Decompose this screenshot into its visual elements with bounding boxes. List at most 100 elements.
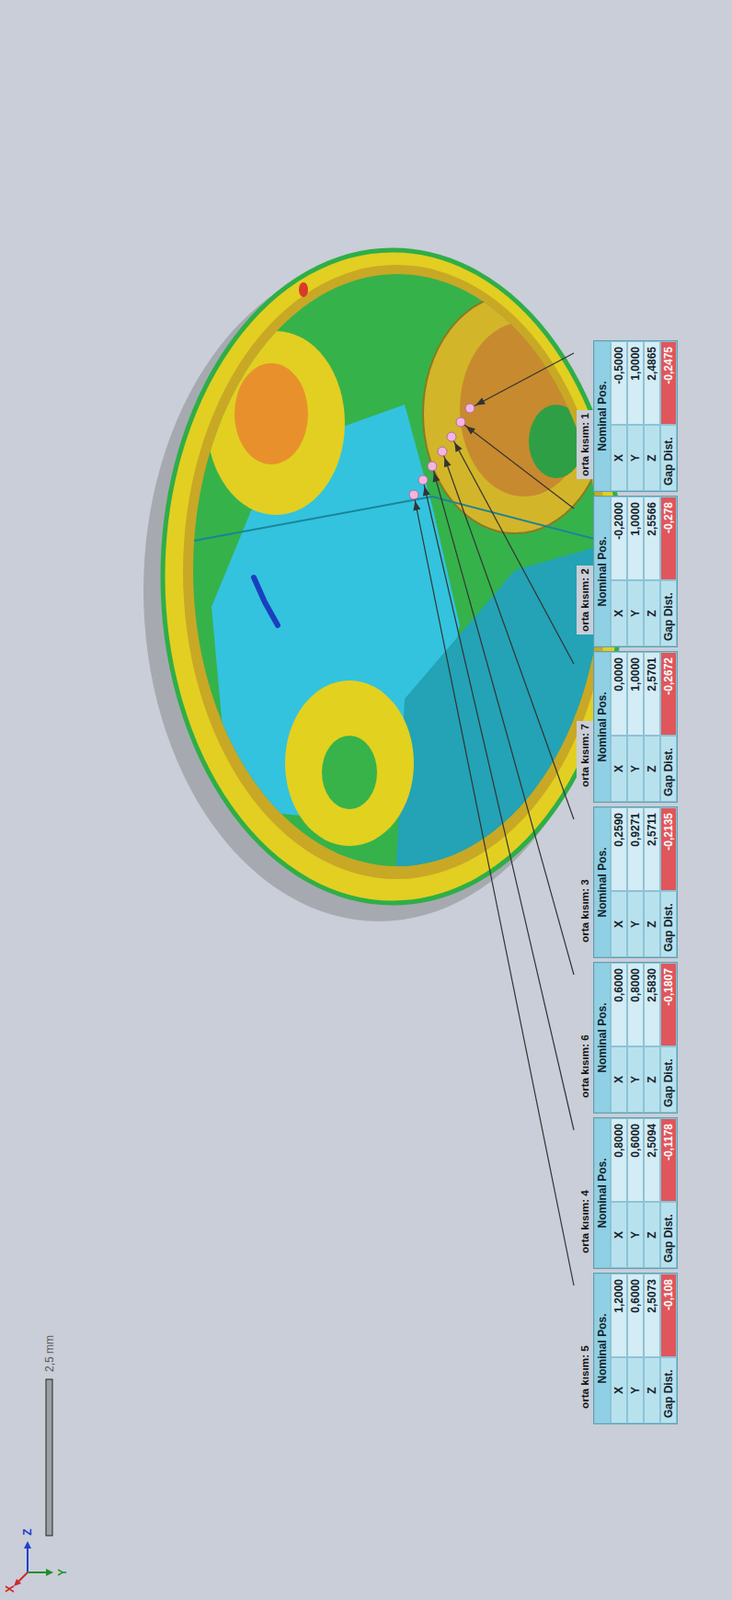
leader-line — [432, 466, 574, 975]
table-body: Nominal Pos.X-0,5000Y1,0000Z2,4865Gap Di… — [593, 340, 678, 492]
leader-line — [460, 422, 574, 509]
measure-point — [456, 417, 466, 427]
row-label: X — [610, 891, 628, 958]
measurement-table: orta kısım: 6Nominal Pos.X0,6000Y0,8000Z… — [575, 961, 678, 1114]
row-label: Y — [627, 1201, 644, 1269]
row-label: Gap Dist. — [660, 1201, 677, 1269]
measurement-table: orta kısım: 7Nominal Pos.X0,0000Y1,0000Z… — [575, 651, 678, 803]
row-label: Z — [643, 580, 661, 647]
gap-value: -0,2672 — [660, 651, 677, 736]
red-spot — [298, 282, 309, 298]
blue-streak — [253, 577, 278, 626]
coordinate-value: -0,2000 — [610, 496, 628, 581]
table-body: Nominal Pos.X0,0000Y1,0000Z2,5701Gap Dis… — [593, 651, 678, 803]
table-body: Nominal Pos.X1,2000Y0,6000Z2,5073Gap Dis… — [593, 1272, 678, 1425]
row-label: Z — [643, 735, 661, 802]
axis-y-head — [45, 1568, 54, 1577]
table-heading: orta kısım: 2 — [576, 565, 594, 635]
axis-label: Z — [21, 1528, 35, 1535]
measure-point — [465, 403, 475, 413]
table-heading: orta kısım: 1 — [576, 410, 594, 480]
row-label: Y — [627, 735, 644, 802]
coordinate-value: 2,5073 — [643, 1273, 661, 1358]
row-label: Gap Dist. — [660, 891, 677, 958]
axis-x — [18, 1572, 28, 1582]
coordinate-value: 2,5094 — [643, 1118, 661, 1202]
green-region — [528, 404, 584, 479]
table-header: Nominal Pos. — [594, 1273, 611, 1424]
row-label: Gap Dist. — [660, 1046, 677, 1113]
split-edge — [183, 496, 644, 552]
scale-bar — [45, 1379, 53, 1536]
measurement-table: orta kısım: 4Nominal Pos.X0,8000Y0,6000Z… — [575, 1117, 678, 1270]
gap-value: -0,1178 — [660, 1118, 677, 1202]
bowl — [423, 294, 607, 534]
coordinate-value: 0,9271 — [627, 807, 644, 892]
coordinate-value: 0,8000 — [627, 962, 644, 1047]
table-heading: orta kısım: 3 — [576, 876, 594, 946]
coordinate-value: 0,8000 — [610, 1118, 628, 1202]
table-heading: orta kısım: 7 — [576, 720, 594, 790]
leader-line — [451, 436, 574, 664]
coordinate-value: 2,5566 — [643, 496, 661, 581]
row-label: Z — [643, 1046, 661, 1113]
measure-point — [427, 461, 437, 471]
table-heading: orta kısım: 6 — [576, 1031, 594, 1101]
table-heading: orta kısım: 5 — [576, 1342, 594, 1412]
row-label: Gap Dist. — [660, 735, 677, 802]
table-body: Nominal Pos.X-0,2000Y1,0000Z2,5566Gap Di… — [593, 495, 678, 648]
axis-label: X — [3, 1585, 17, 1593]
coordinate-value: 0,0000 — [610, 651, 628, 736]
measure-point — [418, 475, 428, 485]
row-label: Z — [643, 1357, 661, 1424]
coordinate-value: 1,0000 — [627, 651, 644, 736]
table-body: Nominal Pos.X0,8000Y0,6000Z2,5094Gap Dis… — [593, 1117, 678, 1270]
gap-value: -0,108 — [660, 1273, 677, 1358]
row-label: Z — [643, 1201, 661, 1269]
row-label: X — [610, 580, 628, 647]
row-label: Z — [643, 424, 661, 492]
row-label: Gap Dist. — [660, 1357, 677, 1424]
coordinate-value: 0,2590 — [610, 807, 628, 892]
measure-point — [437, 446, 447, 457]
leader-line — [469, 353, 574, 409]
row-label: Gap Dist. — [660, 580, 677, 647]
coordinate-value: 0,6000 — [627, 1273, 644, 1358]
row-label: Gap Dist. — [660, 424, 677, 492]
row-label: X — [610, 1357, 628, 1424]
gap-value: -0,2135 — [660, 807, 677, 892]
table-heading: orta kısım: 4 — [576, 1187, 594, 1257]
yellow-region — [285, 680, 414, 847]
table-header: Nominal Pos. — [594, 1118, 611, 1269]
green-region — [321, 735, 378, 810]
coordinate-value: 0,6000 — [610, 962, 628, 1047]
coordinate-value: 1,0000 — [627, 496, 644, 581]
coordinate-value: 1,2000 — [610, 1273, 628, 1358]
measurement-table: orta kısım: 2Nominal Pos.X-0,2000Y1,0000… — [575, 495, 678, 648]
row-label: X — [610, 1201, 628, 1269]
row-label: Y — [627, 891, 644, 958]
table-header: Nominal Pos. — [594, 962, 611, 1113]
coordinate-value: 2,5830 — [643, 962, 661, 1047]
coordinate-value: 2,4865 — [643, 341, 661, 425]
row-label: X — [610, 1046, 628, 1113]
table-header: Nominal Pos. — [594, 341, 611, 492]
row-label: Y — [627, 1046, 644, 1113]
row-label: Y — [627, 580, 644, 647]
orange-region — [234, 363, 309, 465]
gap-value: -0,278 — [660, 496, 677, 581]
leader-line — [423, 480, 574, 1131]
table-header: Nominal Pos. — [594, 651, 611, 802]
scale-label: 2,5 mm — [43, 1335, 57, 1373]
leader-line — [442, 451, 574, 820]
axis-label: Y — [56, 1568, 69, 1577]
axis-y — [27, 1571, 46, 1574]
coordinate-value: 2,5701 — [643, 651, 661, 736]
measure-point — [446, 432, 457, 442]
row-label: X — [610, 424, 628, 492]
axis-z-head — [23, 1541, 32, 1549]
coordinate-value: 2,5711 — [643, 807, 661, 892]
row-label: Y — [627, 424, 644, 492]
coordinate-value: -0,5000 — [610, 341, 628, 425]
coordinate-value: 0,6000 — [627, 1118, 644, 1202]
